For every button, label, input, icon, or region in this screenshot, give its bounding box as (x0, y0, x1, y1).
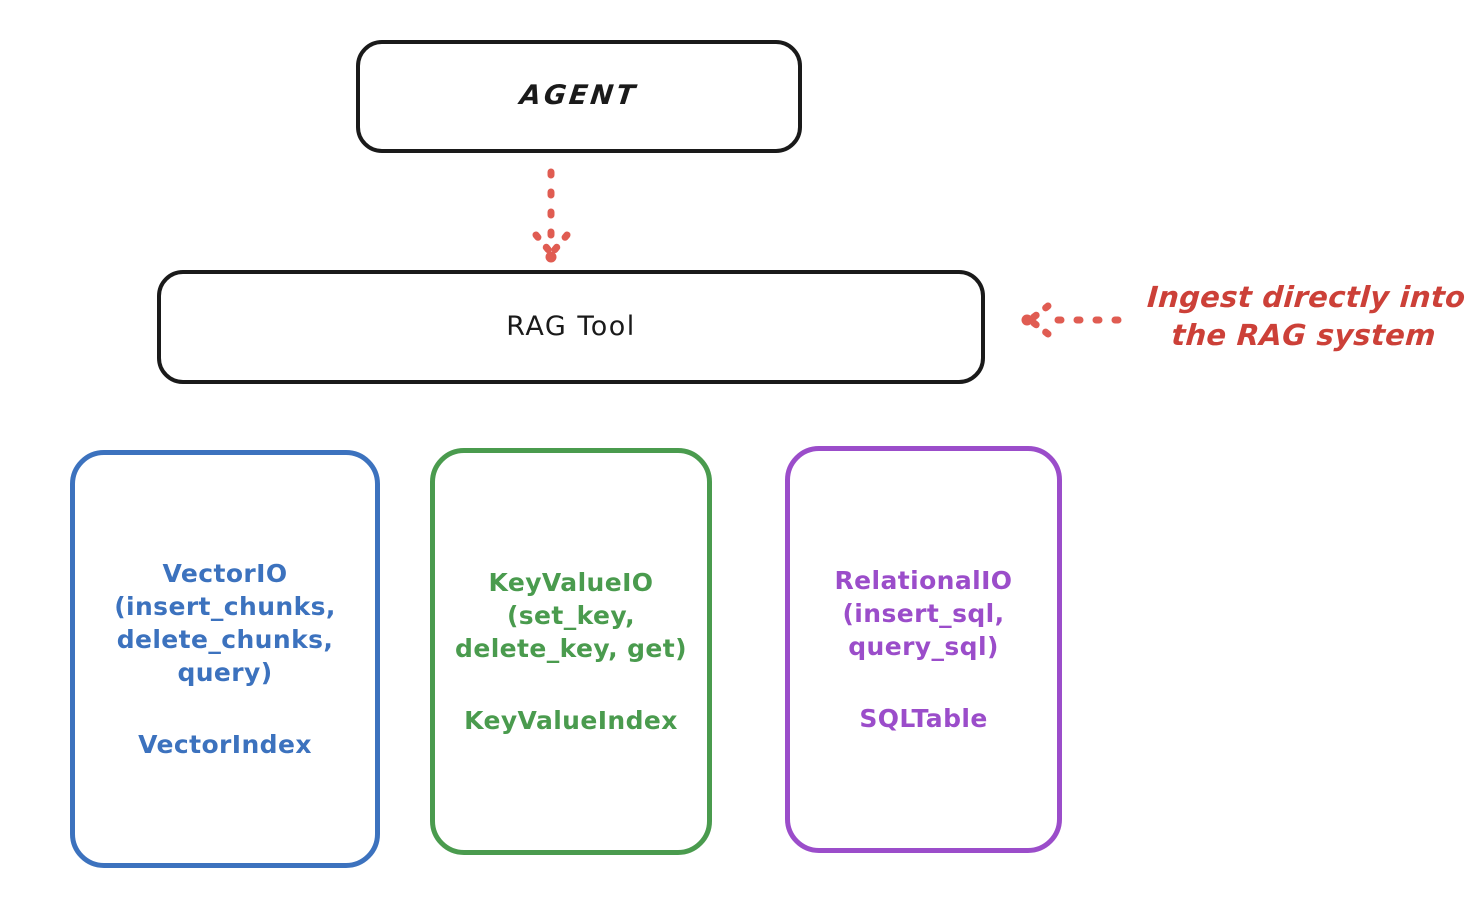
node-key-value-io-index: KeyValueIndex (464, 705, 678, 735)
node-agent-label: AGENT (518, 80, 640, 112)
node-key-value-io[interactable]: KeyValueIO (set_key, delete_key, get) Ke… (430, 448, 712, 855)
connector-agent-to-rag-tool (532, 168, 571, 263)
annotation-ingest-directly: Ingest directly into the RAG system (1146, 280, 1467, 353)
node-vector-io-api: VectorIO (insert_chunks, delete_chunks, … (114, 558, 336, 687)
node-relational-io-index: SQLTable (859, 703, 988, 733)
connector-ingest-to-rag-tool (1021, 302, 1122, 338)
node-vector-io-index: VectorIndex (138, 729, 312, 759)
node-key-value-io-api: KeyValueIO (set_key, delete_key, get) (455, 567, 687, 663)
node-relational-io[interactable]: RelationalIO (insert_sql, query_sql) SQL… (785, 446, 1062, 853)
node-vector-io[interactable]: VectorIO (insert_chunks, delete_chunks, … (70, 450, 380, 868)
node-rag-tool-label: RAG Tool (506, 310, 636, 342)
node-relational-io-api: RelationalIO (insert_sql, query_sql) (834, 565, 1013, 661)
node-agent[interactable]: AGENT (356, 40, 802, 153)
node-rag-tool[interactable]: RAG Tool (157, 270, 985, 384)
